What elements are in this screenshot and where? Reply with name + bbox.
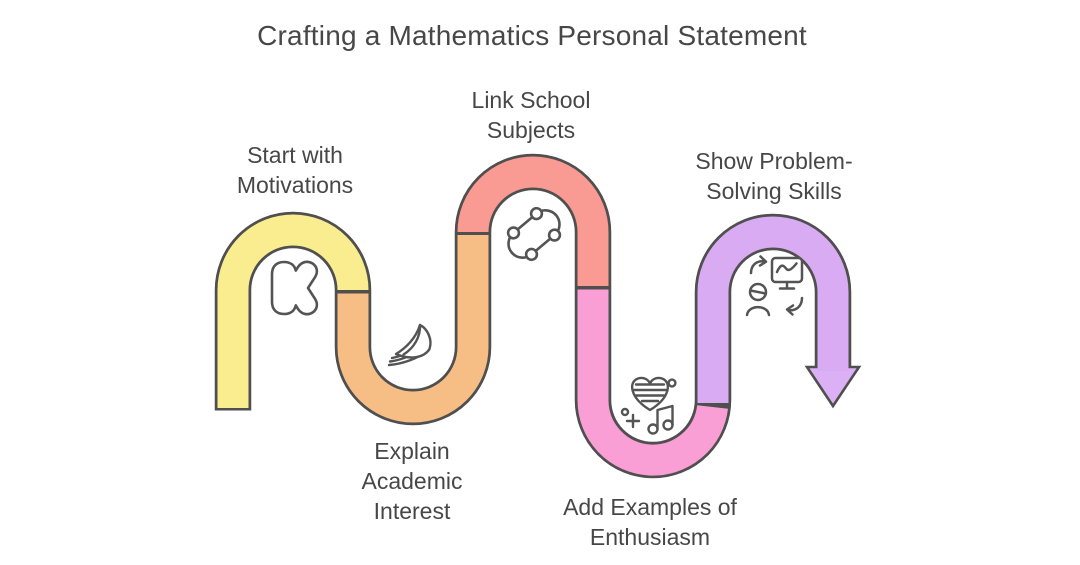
step-label-explain-academic-interest: Explain Academic Interest bbox=[361, 438, 463, 524]
heart-music-icon bbox=[620, 376, 677, 435]
page-title: Crafting a Mathematics Personal Statemen… bbox=[257, 20, 807, 51]
skateboard-icon bbox=[506, 206, 562, 262]
segment-show-problem-solving-skills bbox=[697, 216, 849, 403]
arrow-head bbox=[804, 365, 862, 409]
segment-explain-academic-interest bbox=[337, 235, 489, 423]
book-pages-icon bbox=[387, 323, 432, 367]
segment-add-examples-of-enthusiasm bbox=[577, 289, 728, 476]
step-label-show-problem-solving-skills: Show Problem-Solving Skills bbox=[695, 148, 853, 204]
step-label-add-examples-of-enthusiasm: Add Examples of Enthusiasm bbox=[563, 494, 737, 550]
person-chart-icon bbox=[745, 255, 804, 317]
step-label-start-with-motivations: Start with Motivations bbox=[236, 142, 354, 198]
segment-link-school-subjects bbox=[457, 156, 609, 286]
step-label-link-school-subjects: Link School Subjects bbox=[471, 87, 591, 143]
segment-start-with-motivations bbox=[217, 214, 369, 408]
k-bubble-icon bbox=[270, 260, 319, 316]
